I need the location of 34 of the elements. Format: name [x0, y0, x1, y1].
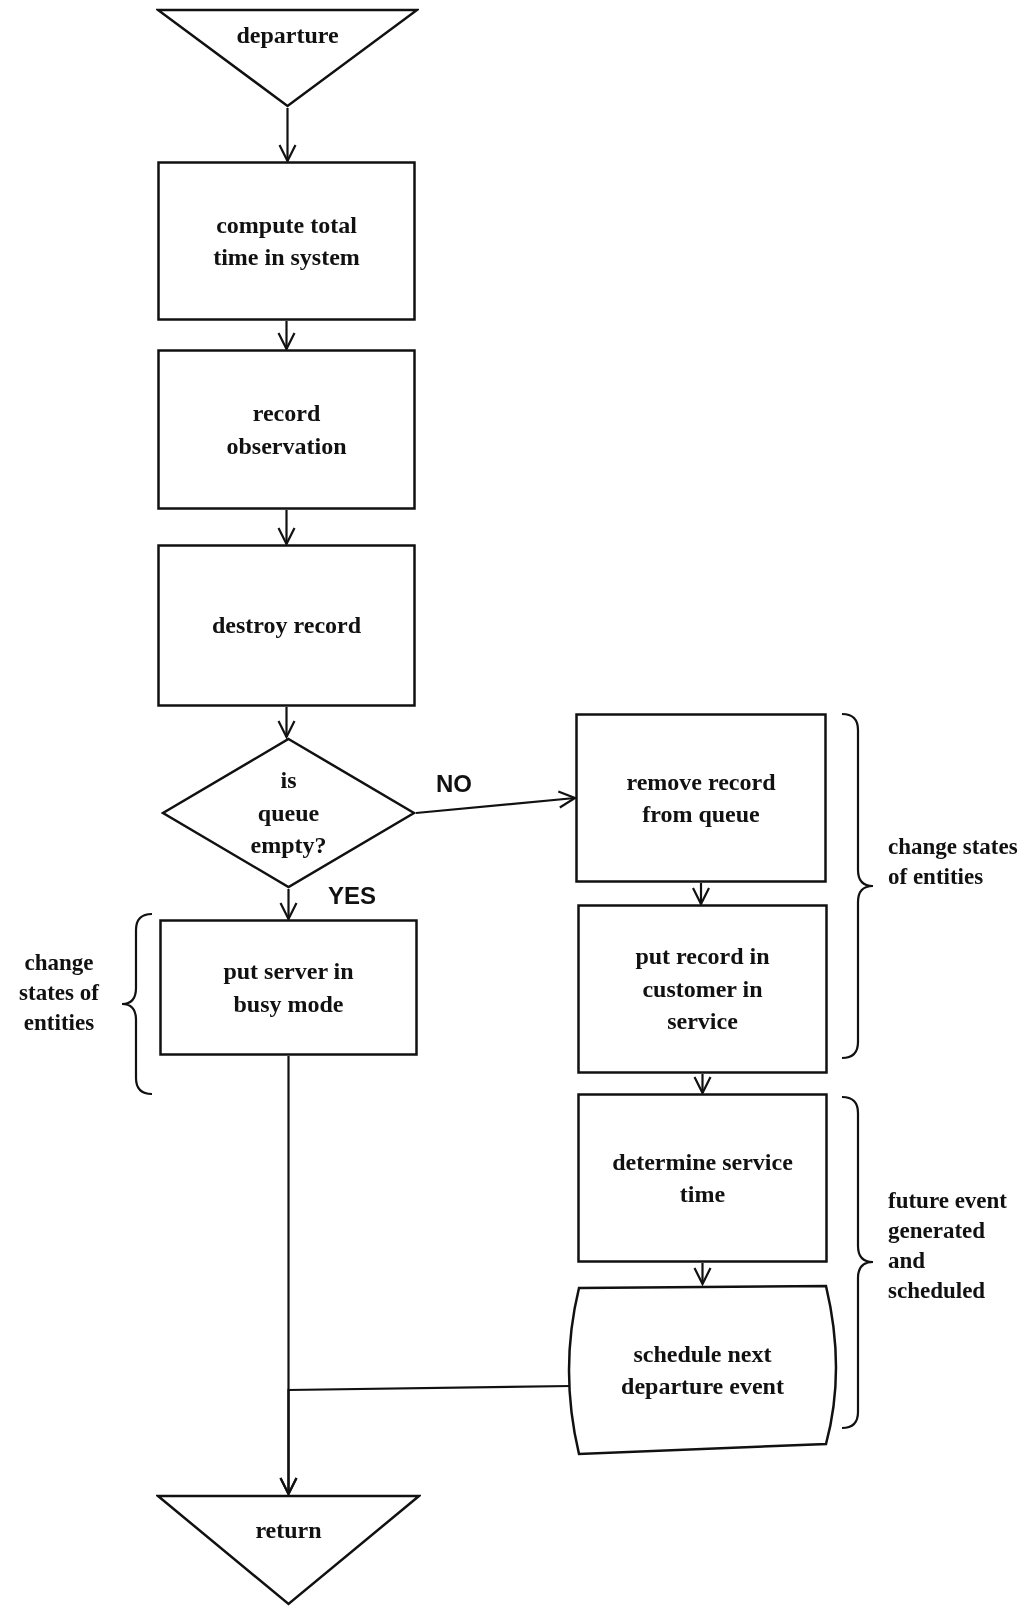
brace-note: change states of entities: [888, 833, 1018, 891]
node-text: compute total time in system: [212, 210, 361, 272]
arrow: [278, 108, 297, 163]
node-text: schedule next departure event: [620, 1339, 785, 1401]
decision-diamond: [161, 737, 416, 889]
brace-note: change states of entities: [18, 949, 100, 1037]
brace-note: future event generated and scheduled: [888, 1187, 1009, 1305]
process-box: [159, 919, 418, 1056]
node-text: destroy record: [210, 611, 363, 641]
process-box: [575, 713, 827, 883]
arrow: [277, 510, 296, 546]
terminal-triangle: [156, 1494, 421, 1606]
node-text: determine service time: [611, 1147, 794, 1209]
arrow: [277, 321, 296, 351]
process-box: [157, 349, 416, 510]
schedule-event-shape: [565, 1284, 840, 1456]
node-text: put record in customer in service: [634, 942, 771, 1037]
node-text: record observation: [225, 399, 348, 461]
terminal-triangle: [156, 8, 419, 108]
process-box: [577, 904, 828, 1074]
node-text: is queue empty?: [249, 766, 328, 861]
arrow: [691, 883, 711, 906]
process-box: [577, 1093, 828, 1263]
process-box: [157, 544, 416, 707]
node-text: remove record from queue: [625, 767, 777, 829]
node-text: put server in busy mode: [222, 957, 355, 1019]
arrow: [693, 1074, 712, 1095]
node-text: departure: [235, 20, 340, 50]
arrow: [279, 889, 298, 921]
arrow: [415, 790, 577, 815]
arrow: [277, 707, 296, 739]
process-box: [157, 161, 416, 321]
arrow: [693, 1263, 712, 1286]
node-text: return: [254, 1515, 323, 1545]
